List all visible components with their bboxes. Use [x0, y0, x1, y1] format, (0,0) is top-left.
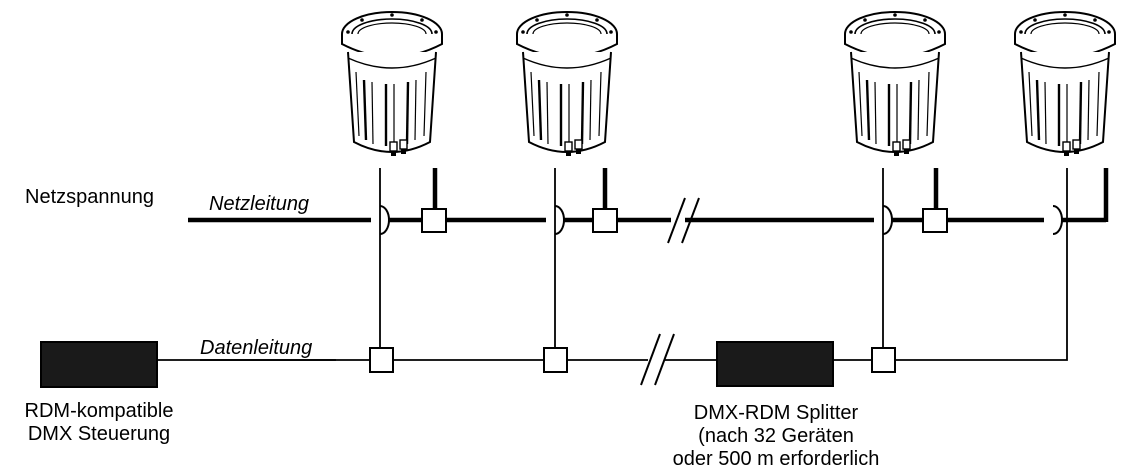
- data-junction-boxes: [369, 347, 896, 373]
- dmx-controller-box: [40, 341, 158, 388]
- power-junction-boxes: [421, 208, 948, 233]
- dmx-rdm-splitter-box: [716, 341, 834, 387]
- controller-label: RDM-kompatible DMX Steuerung: [24, 400, 174, 445]
- line-crossovers: [379, 205, 1063, 235]
- splitter-label: DMX-RDM Splitter (nach 32 Geräten oder 5…: [672, 402, 880, 470]
- data-line-label: Datenleitung: [200, 337, 313, 359]
- power-line: [188, 168, 1109, 223]
- mains-voltage-label: Netzspannung: [25, 186, 154, 208]
- fixture-1-icon: [340, 10, 444, 158]
- line-break-marks: [640, 197, 700, 386]
- fixture-4-icon: [1013, 10, 1117, 158]
- power-line-label: Netzleitung: [209, 193, 310, 215]
- fixture-3-icon: [843, 10, 947, 158]
- fixture-2-icon: [515, 10, 619, 158]
